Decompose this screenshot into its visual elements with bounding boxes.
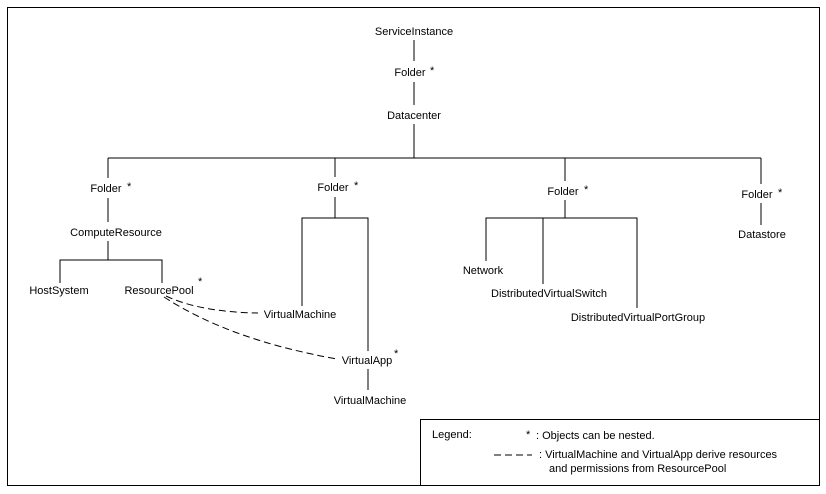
node-vm-folder: Folder (317, 182, 349, 194)
connector-network-folder-children (485, 217, 638, 308)
node-root-folder: Folder (394, 67, 426, 79)
legend-star-text: : Objects can be nested. (536, 430, 655, 442)
legend-title: Legend: (432, 429, 472, 441)
node-network-folder: Folder (547, 186, 579, 198)
connector-vm-folder-children (301, 217, 369, 351)
legend-star-symbol: * (526, 429, 531, 441)
nested-marker-vm-folder: * (354, 180, 359, 192)
node-datastore-folder: Folder (741, 189, 773, 201)
nested-marker-resource-pool: * (198, 276, 203, 288)
node-host-folder: Folder (90, 183, 122, 195)
connector-computeresource-children (59, 259, 163, 283)
node-virtual-app: VirtualApp (342, 355, 393, 367)
dashed-resourcepool-virtualapp (163, 296, 338, 360)
legend: Legend: * : Objects can be nested. : Vir… (420, 419, 820, 486)
node-datastore: Datastore (738, 229, 786, 241)
node-resource-pool: ResourcePool (124, 285, 193, 297)
legend-dash-text-line2: and permissions from ResourcePool (549, 463, 726, 475)
nested-marker-network-folder: * (584, 184, 589, 196)
node-virtual-machine-2: VirtualMachine (334, 395, 407, 407)
nested-marker-datastore-folder: * (778, 187, 783, 199)
nested-marker-root-folder: * (430, 65, 435, 77)
dashed-resourcepool-virtualmachine (165, 295, 259, 314)
node-labels: ServiceInstance Folder * Datacenter Fold… (29, 26, 786, 407)
node-virtual-machine-1: VirtualMachine (264, 309, 337, 321)
node-distributed-virtual-port-group: DistributedVirtualPortGroup (571, 312, 705, 324)
node-compute-resource: ComputeResource (70, 227, 162, 239)
nested-marker-host-folder: * (127, 181, 132, 193)
node-datacenter: Datacenter (387, 110, 441, 122)
node-service-instance: ServiceInstance (375, 26, 453, 38)
diagram-border (7, 7, 820, 486)
node-network: Network (463, 265, 504, 277)
nested-marker-virtual-app: * (394, 348, 399, 360)
node-host-system: HostSystem (29, 285, 88, 297)
legend-box (420, 419, 820, 486)
connectors (59, 40, 762, 390)
node-distributed-virtual-switch: DistributedVirtualSwitch (491, 288, 607, 300)
legend-dash-text-line1: : VirtualMachine and VirtualApp derive r… (539, 449, 778, 461)
